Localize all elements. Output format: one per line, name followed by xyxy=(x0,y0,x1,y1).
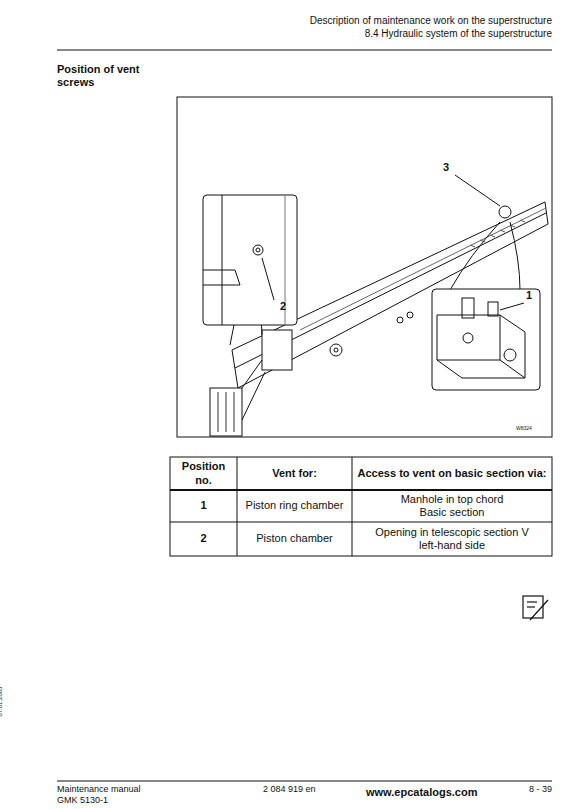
section-heading: Position of vent screws xyxy=(57,63,167,89)
page-text: W8324 xyxy=(516,425,532,431)
page-text: 07.01.2005 xyxy=(0,687,5,717)
header-rule xyxy=(57,50,552,51)
page-text: www.epcatalogs.com xyxy=(366,786,477,799)
table-cell: Position no. xyxy=(170,457,237,490)
results-table xyxy=(170,457,552,556)
note-icon xyxy=(523,596,548,620)
table-cell: Opening in telescopic section V left-han… xyxy=(352,522,552,556)
table-cell: Vent for: xyxy=(237,457,352,490)
page-text: Description of maintenance work on the s… xyxy=(252,15,552,27)
inset-piston-ring-chamber xyxy=(432,222,540,390)
table-cell: 2 xyxy=(170,522,237,556)
callout-number: 2 xyxy=(280,300,286,313)
footer-rule xyxy=(57,781,552,782)
table-cell: Manhole in top chord Basic section xyxy=(352,490,552,522)
figure-frame xyxy=(177,97,552,437)
page-text: 8.4 Hydraulic system of the superstructu… xyxy=(252,28,552,40)
leader-line xyxy=(455,175,500,206)
page-text: 2 084 919 en xyxy=(263,784,316,795)
inset-piston-chamber xyxy=(203,195,297,345)
page-text: Maintenance manual xyxy=(57,784,141,795)
table-cell: Access to vent on basic section via: xyxy=(352,457,552,490)
table-cell: Piston ring chamber xyxy=(237,490,352,522)
table-cell: Piston chamber xyxy=(237,522,352,556)
callout-number: 1 xyxy=(526,289,532,302)
page-text: 8 - 39 xyxy=(500,784,552,795)
page-text: GMK 5130-1 xyxy=(57,795,108,806)
table-cell: 1 xyxy=(170,490,237,522)
callout-number: 3 xyxy=(443,161,449,174)
